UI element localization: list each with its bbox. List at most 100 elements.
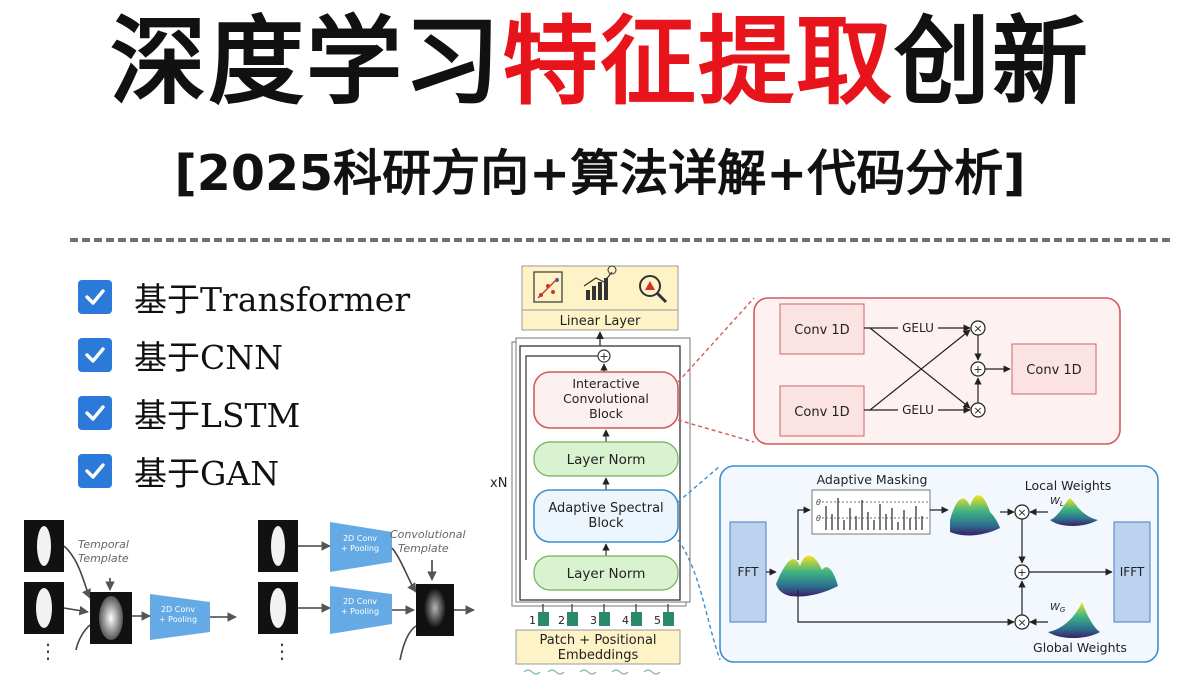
conv-pooling-label: 2D Conv+ Pooling xyxy=(341,534,379,553)
connector-arrow xyxy=(63,545,91,599)
title-part-2: 创新 xyxy=(894,6,1090,118)
residual-connection xyxy=(525,355,600,560)
patch-token xyxy=(567,612,578,626)
icb-zoom-connector xyxy=(677,419,755,443)
local-weights-surface xyxy=(1050,498,1098,526)
conv1d-label-3: Conv 1D xyxy=(1026,363,1081,378)
connector-arrow xyxy=(391,547,417,593)
asb-zoom-connector xyxy=(677,539,721,661)
checklist-item-cnn: 基于CNN xyxy=(78,326,410,384)
layer-norm-block-top[interactable] xyxy=(533,441,679,477)
wg-symbol: WG xyxy=(1050,602,1066,614)
icb-zoom-connector xyxy=(677,297,755,383)
layer-norm-label-top: Layer Norm xyxy=(567,452,646,468)
multiply-symbol: × xyxy=(1017,506,1026,519)
patch-embedding-block xyxy=(515,629,681,665)
dashed-divider xyxy=(70,238,1170,242)
silhouette-figure xyxy=(271,526,285,566)
checklist-label: 基于CNN xyxy=(134,338,283,377)
patch-number: 2 xyxy=(558,614,565,627)
cross-connection xyxy=(869,329,971,411)
multiply-symbol: × xyxy=(1017,616,1026,629)
theta-label: θ xyxy=(816,498,821,507)
temporal-template-line-2: Template xyxy=(78,552,129,565)
flow-arrow xyxy=(797,506,811,560)
wl-symbol: WL xyxy=(1050,496,1064,508)
patch-number: 1 xyxy=(529,614,536,627)
ellipsis: ⋮ xyxy=(272,639,292,663)
patch-token xyxy=(663,612,674,626)
linear-layer-block xyxy=(521,309,679,331)
spectrum-bars xyxy=(825,498,923,530)
checklist-label: 基于GAN xyxy=(134,454,280,493)
gelu-label-2: GELU xyxy=(902,403,934,417)
layer-norm-block-bottom[interactable] xyxy=(533,555,679,591)
patch-token xyxy=(599,612,610,626)
silhouette-figure xyxy=(36,588,52,628)
flow-arrow xyxy=(797,590,1015,626)
conv1d-block-2 xyxy=(779,385,865,437)
checkbox-checked-icon xyxy=(78,338,112,372)
conv-pooling-block xyxy=(330,586,392,634)
ellipsis: ⋮ xyxy=(38,639,58,663)
linear-layer-label: Linear Layer xyxy=(560,314,641,329)
add-symbol: + xyxy=(973,363,982,376)
fft-block xyxy=(729,521,767,623)
checklist-item-lstm: 基于LSTM xyxy=(78,384,410,442)
gelu-label-1: GELU xyxy=(902,321,934,335)
connector-arrow xyxy=(63,605,89,616)
connector-arrow xyxy=(75,624,91,651)
patch-token xyxy=(538,612,549,626)
silhouette-figure xyxy=(270,588,286,628)
title-highlight: 特征提取 xyxy=(502,6,894,118)
temporal-template-line-1: Temporal xyxy=(78,538,129,551)
checklist-label: 基于Transformer xyxy=(134,280,411,319)
patch-number: 5 xyxy=(654,614,661,627)
checkbox-checked-icon xyxy=(78,280,112,314)
adaptive-masking-label: Adaptive Masking xyxy=(817,472,928,487)
theta-label: θ xyxy=(816,514,821,523)
conv-pooling-block xyxy=(150,594,210,640)
multiply-symbol: × xyxy=(973,322,982,335)
cross-connection xyxy=(869,327,971,409)
checkbox-checked-icon xyxy=(78,454,112,488)
fft-label: FFT xyxy=(738,565,760,579)
gait-template-diagram: ⋮ Temporal Template 2D Conv+ Pooling ⋮ xyxy=(24,520,475,663)
spectrum-surface xyxy=(776,555,838,597)
masking-chart xyxy=(811,489,931,535)
add-symbol: + xyxy=(1017,566,1026,579)
adaptive-spectral-block[interactable] xyxy=(533,489,679,543)
title-part-1: 深度学习 xyxy=(110,6,502,118)
checkbox-checked-icon xyxy=(78,396,112,430)
conv-template-blur xyxy=(424,588,446,628)
checklist-item-transformer: 基于Transformer xyxy=(78,268,410,326)
token-arrows xyxy=(542,604,669,612)
main-title: 深度学习特征提取创新 xyxy=(0,2,1200,122)
input-signal-wave xyxy=(523,669,661,675)
patch-number: 4 xyxy=(622,614,629,627)
global-weights-label: Global Weights xyxy=(1033,640,1127,655)
add-node xyxy=(597,349,611,363)
interactive-conv-block[interactable] xyxy=(533,371,679,429)
multiply-symbol: × xyxy=(973,404,982,417)
conv1d-label-2: Conv 1D xyxy=(794,405,849,420)
connector-arrow xyxy=(399,625,417,661)
local-weights-label: Local Weights xyxy=(1025,478,1111,493)
global-weights-surface xyxy=(1048,602,1100,638)
conv1d-label-1: Conv 1D xyxy=(794,323,849,338)
ifft-label: IFFT xyxy=(1120,565,1145,579)
layer-norm-label-bottom: Layer Norm xyxy=(567,566,646,582)
add-symbol: + xyxy=(599,350,608,363)
masked-spectrum-surface xyxy=(950,495,1000,536)
patch-tokens: 1 2 3 4 5 xyxy=(529,604,674,627)
anomaly-search-icon xyxy=(639,275,668,304)
topic-checklist: 基于Transformer 基于CNN 基于LSTM 基于GAN xyxy=(78,268,410,500)
patch-token xyxy=(631,612,642,626)
asb-zoom-connector xyxy=(677,465,721,503)
conv-pooling-label: 2D Conv+ Pooling xyxy=(159,605,197,624)
